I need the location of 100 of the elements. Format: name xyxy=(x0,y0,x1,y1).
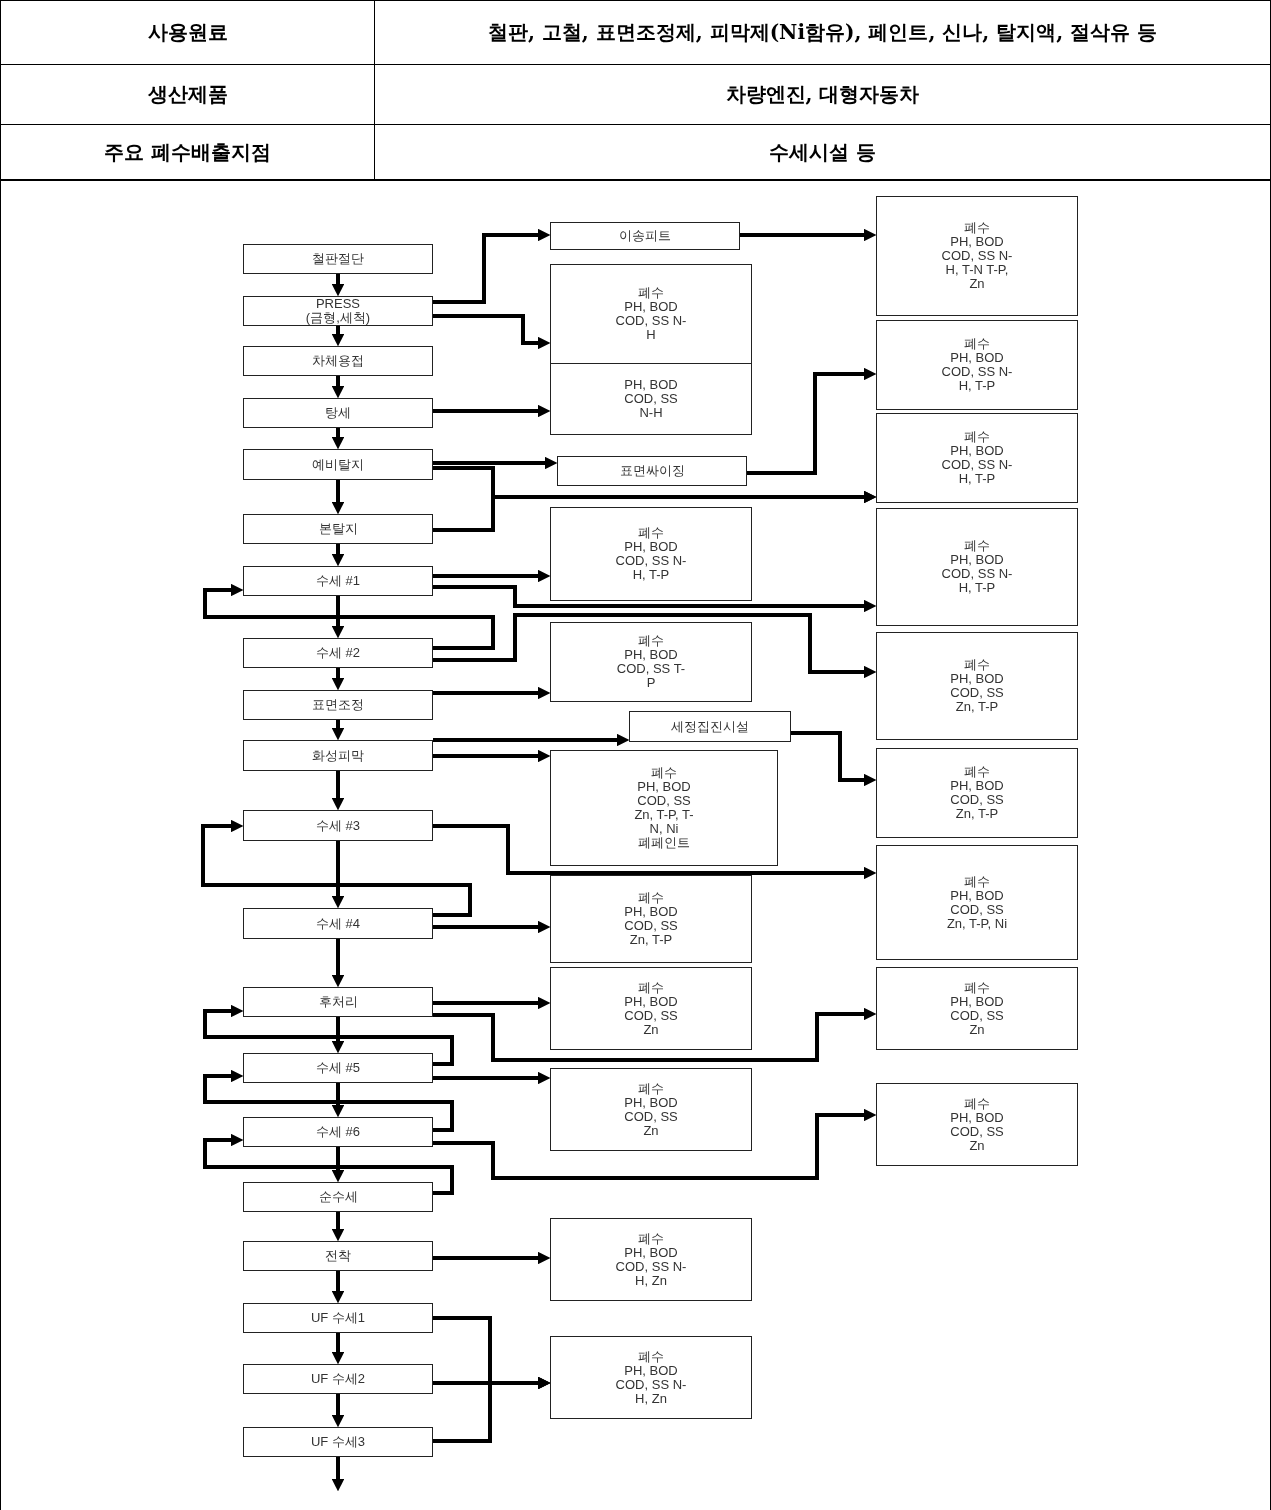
pollutant-list: PH, BOD COD, SS Zn xyxy=(615,1095,687,1138)
arrow xyxy=(433,404,551,418)
box-heading: 폐수 xyxy=(964,221,990,235)
pollutant-list: PH, BOD COD, SS Zn, T-P xyxy=(615,905,687,947)
box-heading: 폐수 xyxy=(964,539,990,553)
arrow xyxy=(331,376,345,399)
pollutant-box xyxy=(550,507,752,601)
pollutant-box xyxy=(550,1218,752,1301)
table-cell: 수세시설 등 xyxy=(375,125,1271,180)
box-heading: 폐수 xyxy=(964,337,990,351)
arrow xyxy=(433,456,558,470)
box-heading: 폐수 xyxy=(638,286,664,300)
arrow xyxy=(433,569,551,583)
arrow xyxy=(331,1212,345,1242)
box-heading: 폐수 xyxy=(964,430,990,444)
arrow xyxy=(433,1071,551,1085)
pollutant-list: PH, BOD COD, SS N-H, T-P xyxy=(941,553,1013,595)
arrow xyxy=(791,731,877,787)
arrow xyxy=(433,996,551,1010)
pollutant-list: PH, BOD COD, SS N-H, T-P xyxy=(615,540,687,582)
box-heading: 폐수 xyxy=(638,1081,664,1096)
pollutant-list: PH, BOD COD, SS N-H, T-P xyxy=(941,351,1013,393)
arrow xyxy=(203,1133,454,1195)
arrow xyxy=(331,939,345,988)
process-box: 본탈지 xyxy=(243,514,433,544)
arrow xyxy=(331,771,345,811)
box-heading: 폐수 xyxy=(964,980,990,995)
process-box: 탕세 xyxy=(243,398,433,428)
facility-box: 세정집진시설 xyxy=(629,711,791,742)
pollutant-box xyxy=(876,748,1078,838)
box-heading: 폐수 xyxy=(638,1349,664,1364)
arrow xyxy=(331,668,345,691)
process-box: UF 수세1 xyxy=(243,1303,433,1333)
arrow xyxy=(331,1017,345,1054)
pollutant-box xyxy=(550,967,752,1050)
arrow xyxy=(433,228,551,304)
arrow xyxy=(433,686,551,700)
arrow xyxy=(433,314,551,350)
pollutant-list: PH, BOD COD, SS T-P xyxy=(615,648,687,690)
arrow xyxy=(203,1004,454,1066)
pollutant-list: PH, BOD COD, SS N-H, Zn xyxy=(615,1245,687,1288)
process-box: 순수세 xyxy=(243,1182,433,1212)
arrow xyxy=(433,749,551,763)
process-box: 수세 #2 xyxy=(243,638,433,668)
process-box: 후처리 xyxy=(243,987,433,1017)
arrow xyxy=(201,819,472,917)
table-cell: 주요 폐수배출지점 xyxy=(0,125,375,180)
pollutant-box xyxy=(550,264,752,364)
arrow xyxy=(331,841,345,909)
pollutant-box xyxy=(876,508,1078,626)
pollutant-box xyxy=(876,1083,1078,1166)
pollutant-box xyxy=(550,875,752,963)
pollutant-list: PH, BOD COD, SS Zn, T-P, Ni xyxy=(941,888,1013,931)
arrow xyxy=(331,1083,345,1118)
arrow xyxy=(331,1271,345,1304)
pollutant-list: PH, BOD COD, SS Zn, T-P xyxy=(941,672,1013,714)
pollutant-box xyxy=(876,413,1078,503)
pollutant-box xyxy=(550,1068,752,1151)
arrow xyxy=(331,596,345,639)
facility-box: 표면싸이징 xyxy=(557,456,747,486)
process-box: UF 수세2 xyxy=(243,1364,433,1394)
arrow xyxy=(203,583,495,650)
pollutant-box xyxy=(550,622,752,702)
arrow xyxy=(433,1376,551,1443)
arrow xyxy=(433,733,630,747)
pollutant-box: PH, BOD COD, SS N-H xyxy=(550,363,752,435)
pollutant-list: PH, BOD COD, SS N-H, T-P xyxy=(941,444,1013,486)
pollutant-box xyxy=(550,1336,752,1419)
pollutant-list: PH, BOD COD, SS Zn xyxy=(941,1110,1013,1153)
pollutant-list: PH, BOD COD, SS N-H, T-N T-P, Zn xyxy=(941,235,1013,291)
arrow xyxy=(331,428,345,450)
pollutant-box xyxy=(876,196,1078,316)
box-heading: 폐수 xyxy=(638,526,664,540)
box-heading: 폐수 xyxy=(638,634,664,648)
arrow xyxy=(433,585,877,613)
arrow xyxy=(740,228,877,242)
box-heading: 폐수 xyxy=(638,1231,664,1246)
pollutant-box xyxy=(876,845,1078,960)
box-heading: 폐수 xyxy=(964,1096,990,1111)
pollutant-box xyxy=(876,632,1078,740)
arrow xyxy=(331,1457,345,1492)
process-box: UF 수세3 xyxy=(243,1427,433,1457)
box-heading: 폐수 xyxy=(964,874,990,889)
arrow xyxy=(747,367,877,475)
arrow xyxy=(331,720,345,741)
arrow xyxy=(433,613,877,679)
pollutant-box xyxy=(550,750,778,866)
arrow xyxy=(433,1007,877,1062)
process-box: 예비탈지 xyxy=(243,449,433,480)
pollutant-list: PH, BOD COD, SS N-H xyxy=(615,300,687,342)
process-box: 수세 #4 xyxy=(243,908,433,939)
arrow xyxy=(203,1069,454,1132)
process-box: 수세 #5 xyxy=(243,1053,433,1083)
pollutant-box xyxy=(876,320,1078,410)
arrow xyxy=(331,326,345,347)
table-cell: 생산제품 xyxy=(0,65,375,125)
arrow xyxy=(433,490,877,532)
arrow xyxy=(331,274,345,297)
pollutant-list: PH, BOD COD, SS Zn, T-P, T-N, Ni 폐페인트 xyxy=(628,780,700,850)
arrow xyxy=(433,824,877,880)
